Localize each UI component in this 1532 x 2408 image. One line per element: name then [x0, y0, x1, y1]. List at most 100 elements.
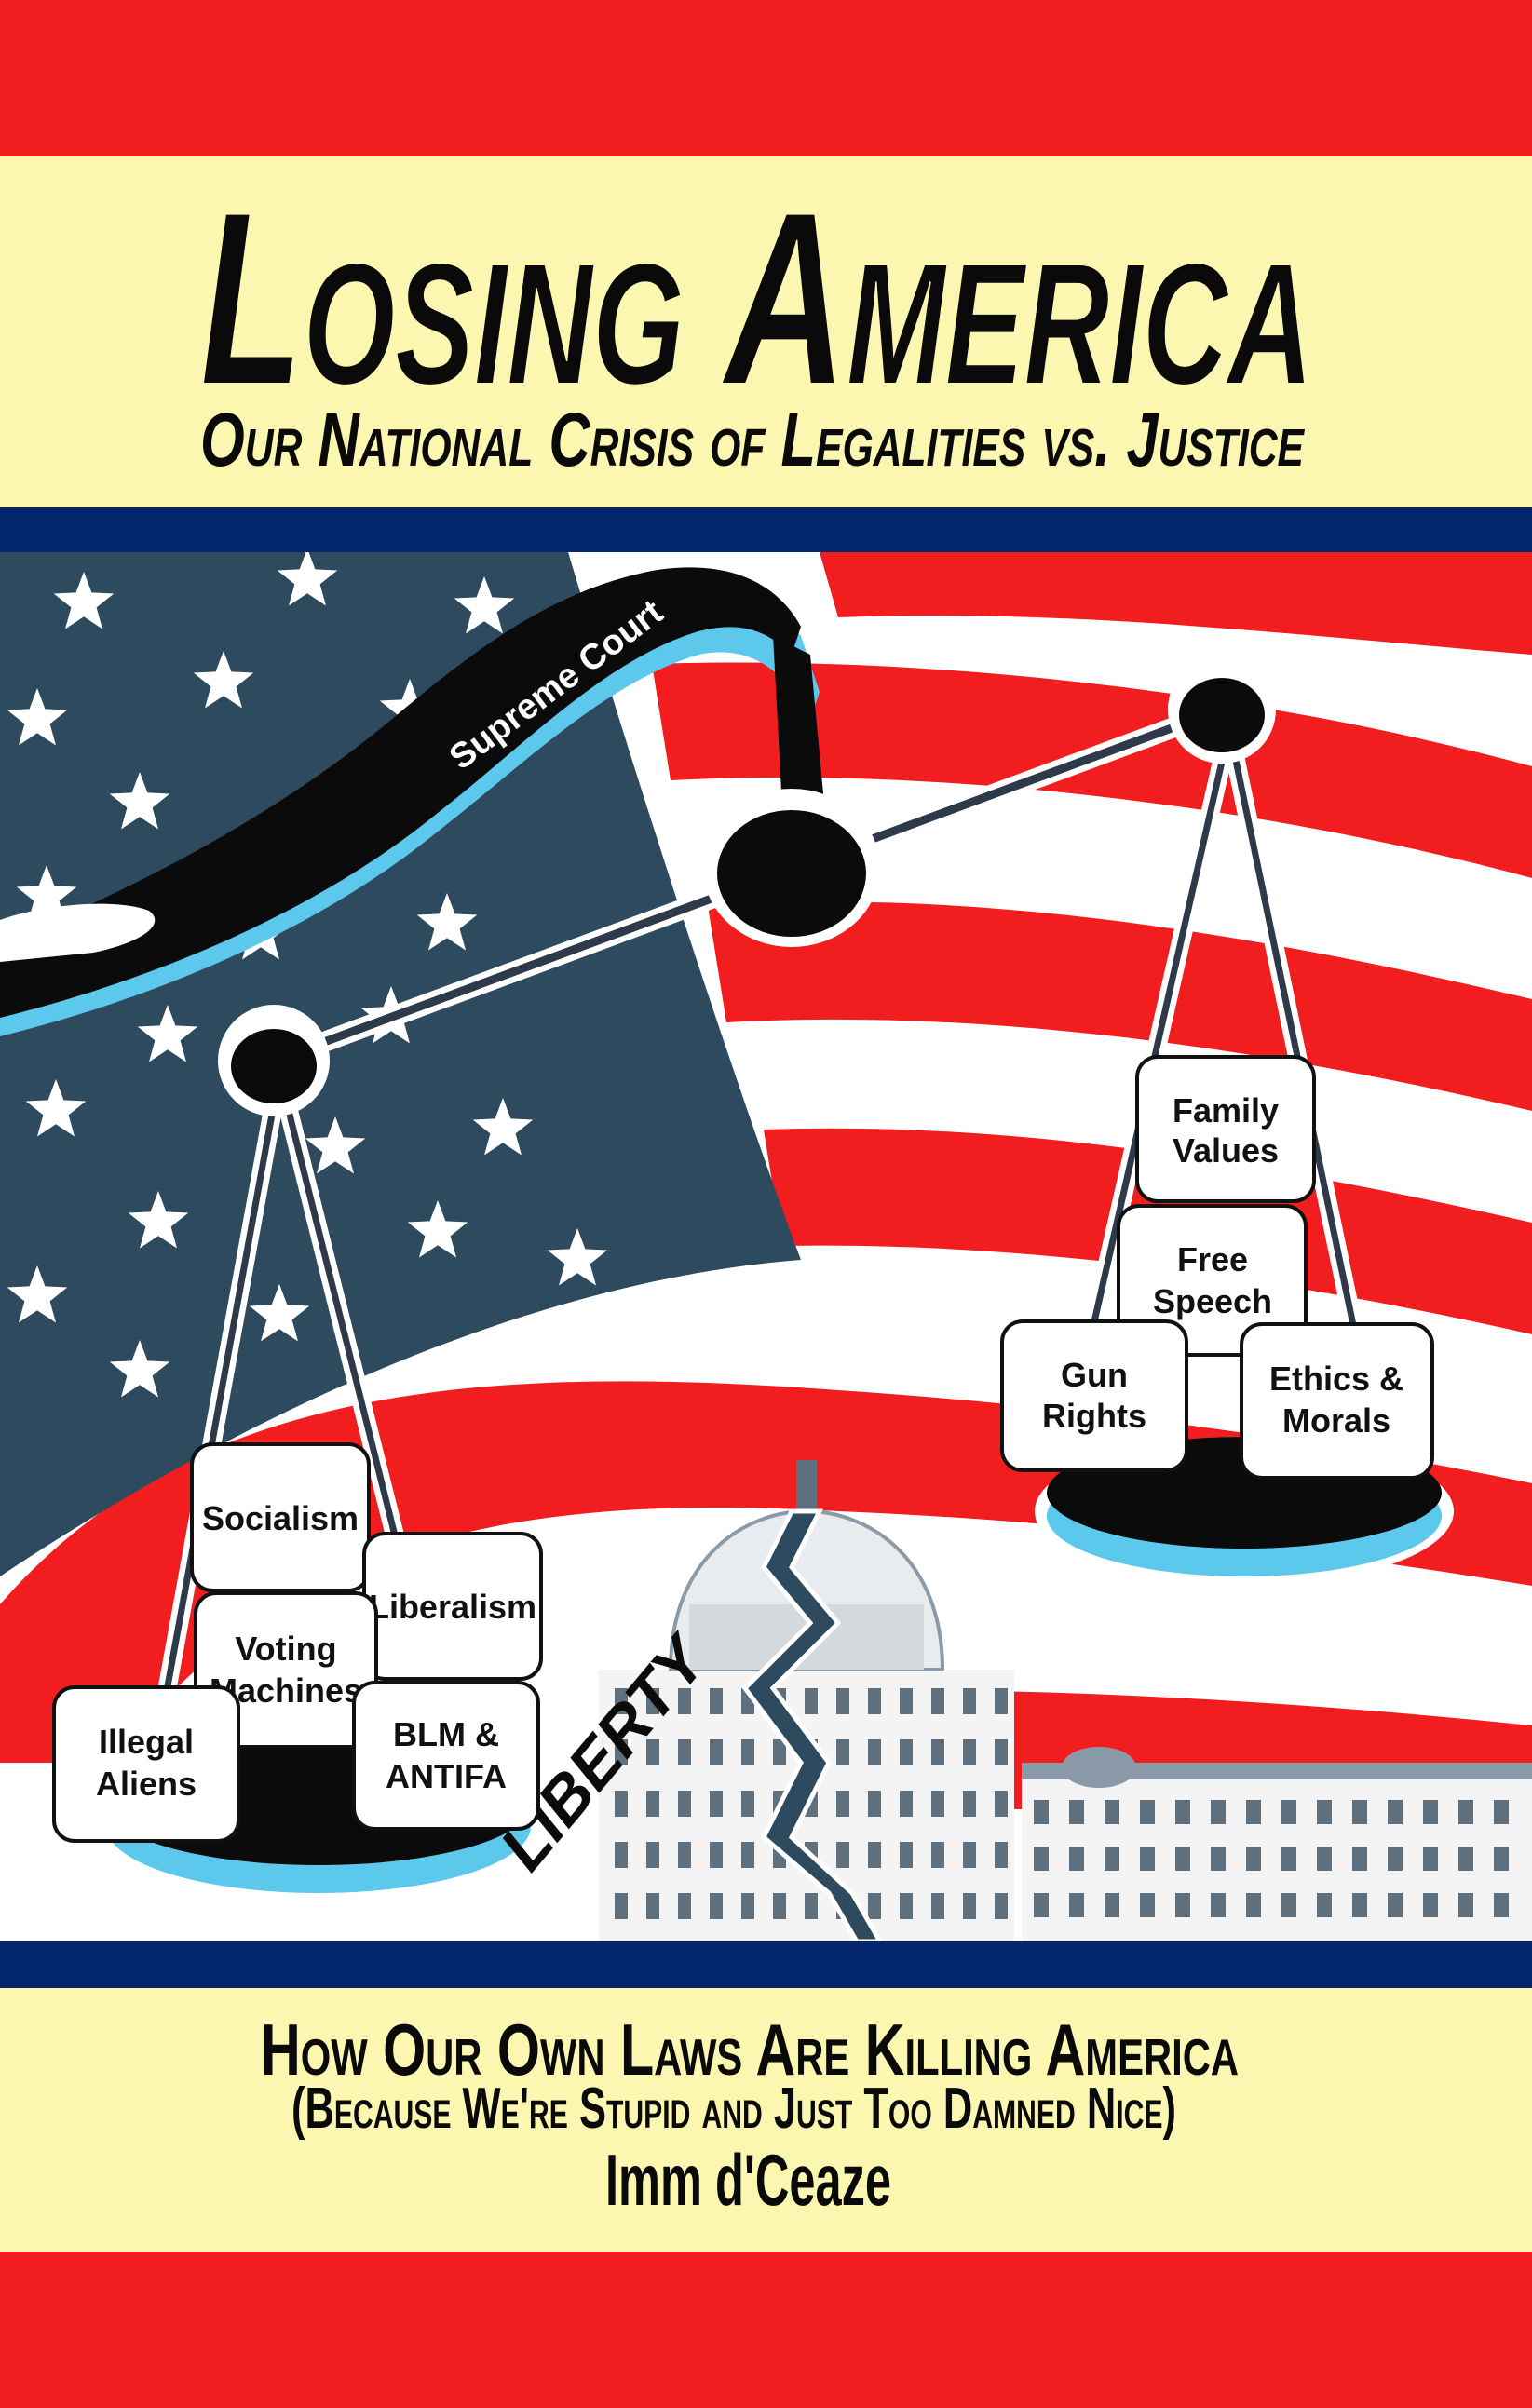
- capitol-building: [599, 1460, 1532, 1941]
- window: [995, 1688, 1008, 1714]
- window: [1281, 1893, 1296, 1917]
- star-icon: [407, 1200, 468, 1258]
- window: [1423, 1847, 1438, 1871]
- window: [1317, 1893, 1332, 1917]
- window: [931, 1739, 944, 1765]
- window: [1105, 1847, 1119, 1871]
- window: [646, 1842, 659, 1868]
- left-pan-strings: [144, 1071, 410, 1765]
- window: [741, 1791, 754, 1817]
- flag-canton: [0, 552, 801, 1576]
- window: [1246, 1893, 1261, 1917]
- window: [1281, 1800, 1296, 1824]
- tagline-panel: [0, 1988, 1532, 2252]
- window: [1352, 1847, 1367, 1871]
- star-icon: [128, 1191, 189, 1249]
- window: [615, 1791, 628, 1817]
- window: [1211, 1893, 1226, 1917]
- window: [646, 1688, 659, 1714]
- window: [868, 1791, 881, 1817]
- window: [1352, 1800, 1367, 1824]
- svg-text:Morals: Morals: [1282, 1401, 1390, 1440]
- bottom-navy-band: [0, 1941, 1532, 1988]
- window: [646, 1893, 659, 1919]
- star-icon: [7, 1265, 68, 1323]
- top-navy-band: [0, 507, 1532, 552]
- window: [646, 1739, 659, 1765]
- window: [995, 1893, 1008, 1919]
- box-liberalism: Liberalism: [362, 1532, 543, 1681]
- star-icon: [454, 576, 515, 634]
- left-pivot: [231, 1029, 317, 1103]
- window: [963, 1791, 976, 1817]
- svg-text:Family: Family: [1173, 1091, 1279, 1130]
- window: [678, 1688, 691, 1714]
- bottom-red-band: [0, 2252, 1532, 2408]
- window: [1175, 1800, 1190, 1824]
- box-free-speech: Free Speech: [1117, 1204, 1308, 1357]
- svg-text:BLM &: BLM &: [393, 1715, 499, 1753]
- svg-text:Voting: Voting: [235, 1630, 336, 1668]
- window: [1034, 1847, 1049, 1871]
- window: [710, 1791, 723, 1817]
- window: [963, 1893, 976, 1919]
- window: [1317, 1800, 1332, 1824]
- window: [1034, 1893, 1049, 1917]
- window: [678, 1842, 691, 1868]
- right-pivot: [1179, 678, 1265, 752]
- arm-cuff: [0, 903, 156, 962]
- window: [995, 1791, 1008, 1817]
- window: [1140, 1893, 1155, 1917]
- window: [900, 1893, 913, 1919]
- window: [615, 1739, 628, 1765]
- window: [710, 1893, 723, 1919]
- window: [646, 1791, 659, 1817]
- svg-text:Rights: Rights: [1042, 1397, 1146, 1435]
- window: [710, 1739, 723, 1765]
- window: [1494, 1800, 1509, 1824]
- star-icon: [16, 865, 77, 923]
- window: [931, 1893, 944, 1919]
- star-icon: [193, 651, 254, 709]
- star-icon: [305, 1116, 366, 1174]
- star-icon: [472, 1098, 534, 1156]
- window: [1388, 1893, 1403, 1917]
- svg-text:Socialism: Socialism: [202, 1499, 359, 1537]
- window: [678, 1739, 691, 1765]
- window: [1246, 1847, 1261, 1871]
- center-pivot: [717, 810, 866, 937]
- window: [1211, 1847, 1226, 1871]
- window: [710, 1688, 723, 1714]
- window: [963, 1842, 976, 1868]
- window: [1494, 1847, 1509, 1871]
- window: [836, 1739, 849, 1765]
- svg-text:Values: Values: [1173, 1131, 1279, 1170]
- window: [1423, 1893, 1438, 1917]
- window: [1281, 1847, 1296, 1871]
- window: [741, 1893, 754, 1919]
- window: [868, 1739, 881, 1765]
- window: [1175, 1893, 1190, 1917]
- window: [836, 1842, 849, 1868]
- svg-text:Aliens: Aliens: [96, 1765, 197, 1803]
- window: [678, 1791, 691, 1817]
- window: [1140, 1800, 1155, 1824]
- window: [900, 1791, 913, 1817]
- window: [900, 1688, 913, 1714]
- window: [1458, 1847, 1473, 1871]
- window: [931, 1688, 944, 1714]
- window: [900, 1842, 913, 1868]
- pointing-finger: [773, 636, 824, 808]
- window: [1105, 1800, 1119, 1824]
- box-gun-rights: Gun Rights: [1000, 1319, 1188, 1472]
- top-red-band: [0, 0, 1532, 156]
- star-icon: [547, 1228, 608, 1286]
- window: [931, 1842, 944, 1868]
- window: [1069, 1800, 1084, 1824]
- window: [1458, 1893, 1473, 1917]
- window: [710, 1842, 723, 1868]
- capitol-crack: [741, 1508, 883, 1941]
- star-icon: [137, 1005, 198, 1062]
- window: [931, 1791, 944, 1817]
- window: [836, 1688, 849, 1714]
